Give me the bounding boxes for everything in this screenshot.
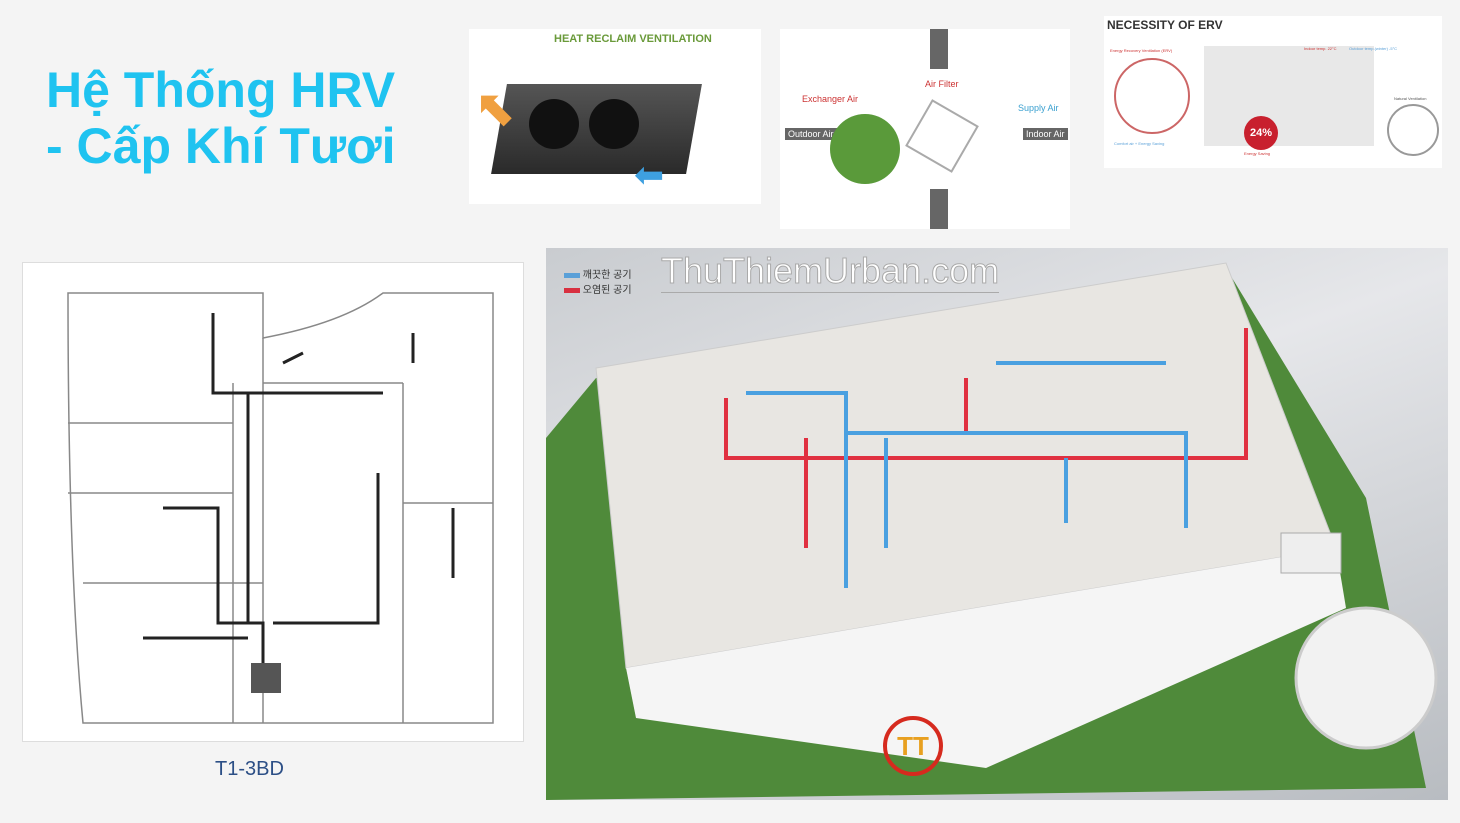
label-air-filter: Air Filter — [925, 79, 959, 89]
hrv-heading: HEAT RECLAIM VENTILATION — [554, 33, 712, 45]
energy-saving-label: Energy Saving — [1244, 151, 1271, 156]
watermark: ThuThiemUrban.com — [660, 250, 1000, 293]
slide-title: Hệ Thống HRV - Cấp Khí Tươi — [46, 62, 396, 174]
duct-port — [529, 99, 579, 149]
hrv-unit-mark — [251, 663, 281, 693]
erv-heading: NECESSITY OF ERV — [1107, 18, 1223, 32]
erv-circle — [1114, 58, 1190, 134]
natural-ventilation-label: Natural Ventilation — [1394, 96, 1427, 101]
legend: 깨끗한 공기 오염된 공기 — [564, 266, 632, 296]
air-flow-diagram: Exchanger Air Air Filter Supply Air Outd… — [780, 29, 1070, 229]
floor-plan-caption: T1-3BD — [215, 758, 284, 780]
erv-label: Energy Recovery Ventilation (ERV) — [1110, 48, 1173, 53]
title-line-1: Hệ Thống HRV — [46, 62, 396, 118]
erv-necessity-image: NECESSITY OF ERV Energy Recovery Ventila… — [1104, 16, 1442, 168]
label-indoor-air: Indoor Air — [1023, 128, 1068, 140]
legend-label: 깨끗한 공기 — [582, 270, 632, 281]
arrow-icon: ⬉ — [474, 80, 516, 136]
building-image — [1204, 46, 1374, 146]
legend-item-clean-air: 깨끗한 공기 — [564, 266, 632, 281]
hrv-unit-image: HEAT RECLAIM VENTILATION ⬉ ⬅ — [469, 29, 761, 204]
duct-port — [589, 99, 639, 149]
heat-exchanger-core — [905, 99, 979, 173]
legend-item-polluted-air: 오염된 공기 — [564, 281, 632, 296]
label-supply-air: Supply Air — [1018, 103, 1059, 113]
title-line-2: - Cấp Khí Tươi — [46, 118, 396, 174]
natural-ventilation-circle — [1387, 104, 1439, 156]
comfort-label: Comfort air + Energy Saving — [1114, 141, 1165, 146]
label-exchanger-air: Exchanger Air — [802, 94, 859, 104]
tt-logo: TT — [883, 716, 943, 776]
house-svg — [546, 262, 1438, 800]
legend-label: 오염된 공기 — [582, 285, 632, 296]
energy-saving-percent: 24% — [1244, 116, 1278, 150]
outdoor-temp-label: Outdoor temp.(winter) -5°C — [1349, 46, 1398, 51]
floor-plan-svg — [67, 292, 494, 724]
tree-image — [830, 114, 900, 184]
floor-plan-drawing — [22, 262, 524, 742]
arrow-icon: ⬅ — [634, 154, 665, 195]
label-outdoor-air: Outdoor Air — [785, 128, 837, 140]
house-isometric-image: 깨끗한 공기 오염된 공기 ThuThiemUrban.com TT — [546, 248, 1448, 800]
indoor-temp-label: Indoor temp. 22°C — [1304, 46, 1337, 51]
